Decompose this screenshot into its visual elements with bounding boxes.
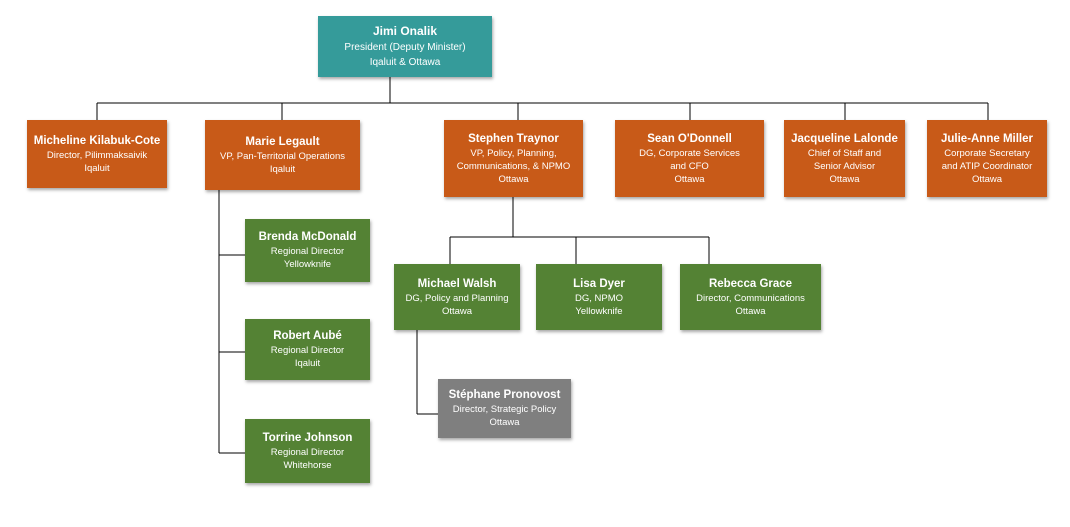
director-name: Brenda McDonald	[258, 231, 357, 243]
director-box-grace: Rebecca Grace Director, Communications O…	[680, 264, 821, 330]
president-location: Iqaluit & Ottawa	[369, 57, 441, 68]
director-title: Regional Director	[270, 345, 345, 356]
director-box-johnson: Torrine Johnson Regional Director Whiteh…	[245, 419, 370, 483]
executive-location: Ottawa	[971, 173, 1003, 185]
director-title: Regional Director	[270, 446, 345, 458]
director-title: Director, Strategic Policy	[452, 404, 557, 415]
director-location: Yellowknife	[575, 305, 623, 317]
director-location: Whitehorse	[283, 459, 332, 471]
executive-location: Ottawa	[674, 173, 705, 185]
executive-name: Stephen Traynor	[468, 132, 559, 145]
director-title: Director, Communications	[696, 292, 805, 304]
executive-name: Marie Legault	[245, 135, 320, 148]
executive-location: Ottawa	[498, 173, 529, 185]
executive-title: Director, Pilimmaksaivik	[46, 149, 148, 161]
executive-box-odonnell: Sean O'Donnell DG, Corporate Services an…	[615, 120, 764, 197]
executive-name: Micheline Kilabuk-Cote	[33, 134, 161, 147]
director-location: Iqaluit	[294, 358, 321, 369]
executive-title: VP, Pan-Territorial Operations	[220, 150, 345, 162]
director-location: Yellowknife	[283, 259, 332, 270]
director-box-aube: Robert Aubé Regional Director Iqaluit	[245, 319, 370, 380]
executive-location: Ottawa	[829, 173, 860, 185]
executive-title: VP, Policy, Planning, Communications, & …	[456, 147, 571, 172]
director-title: DG, Policy and Planning	[405, 292, 509, 304]
director-title: DG, NPMO	[574, 292, 624, 304]
director-box-walsh: Michael Walsh DG, Policy and Planning Ot…	[394, 264, 520, 330]
executive-box-legault: Marie Legault VP, Pan-Territorial Operat…	[205, 120, 360, 190]
executive-title: DG, Corporate Services and CFO	[639, 147, 740, 172]
executive-box-traynor: Stephen Traynor VP, Policy, Planning, Co…	[444, 120, 583, 197]
director-location: Ottawa	[489, 417, 520, 428]
director-name: Torrine Johnson	[262, 431, 353, 444]
director-box-pronovost: Stéphane Pronovost Director, Strategic P…	[438, 379, 571, 438]
director-title: Regional Director	[270, 246, 345, 257]
executive-name: Jacqueline Lalonde	[791, 132, 898, 145]
director-box-dyer: Lisa Dyer DG, NPMO Yellowknife	[536, 264, 662, 330]
executive-title: Chief of Staff and Senior Advisor	[807, 147, 882, 172]
executive-title: Corporate Secretary and ATIP Coordinator	[941, 147, 1033, 172]
president-name: Jimi Onalik	[372, 24, 438, 38]
executive-location: Iqaluit	[84, 162, 110, 174]
executive-box-miller: Julie-Anne Miller Corporate Secretary an…	[927, 120, 1047, 197]
president-box: Jimi Onalik President (Deputy Minister) …	[318, 16, 492, 77]
director-name: Michael Walsh	[417, 277, 497, 290]
director-name: Stéphane Pronovost	[448, 389, 561, 401]
director-name: Rebecca Grace	[708, 277, 793, 290]
executive-location: Iqaluit	[269, 163, 296, 175]
director-name: Lisa Dyer	[573, 277, 625, 290]
executive-box-kilabuk-cote: Micheline Kilabuk-Cote Director, Pilimma…	[27, 120, 167, 188]
director-location: Ottawa	[441, 305, 473, 317]
president-title: President (Deputy Minister)	[344, 42, 466, 53]
executive-box-lalonde: Jacqueline Lalonde Chief of Staff and Se…	[784, 120, 905, 197]
executive-name: Julie-Anne Miller	[940, 132, 1034, 145]
director-name: Robert Aubé	[273, 330, 342, 342]
director-location: Ottawa	[735, 305, 766, 317]
executive-name: Sean O'Donnell	[647, 132, 732, 145]
director-box-mcdonald: Brenda McDonald Regional Director Yellow…	[245, 219, 370, 282]
